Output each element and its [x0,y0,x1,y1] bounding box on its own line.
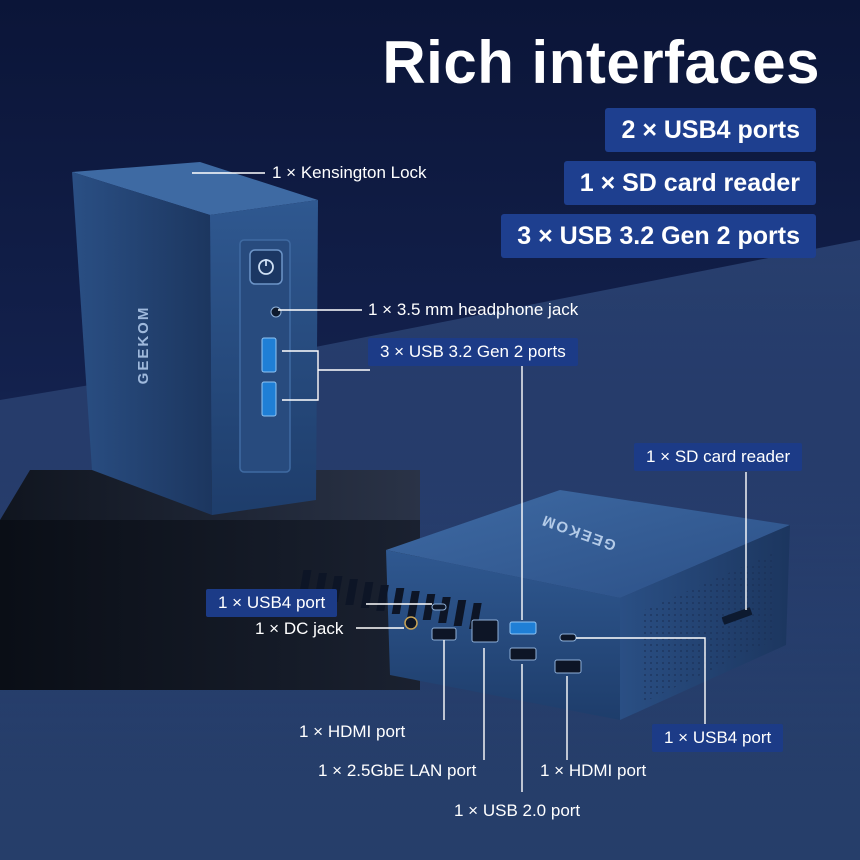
usb-port-icon [261,381,277,417]
callout-lines [192,172,747,792]
usb32-port-icon [509,621,537,635]
callout-usb4-left: 1 × USB4 port [206,589,338,617]
headline: Rich interfaces [382,29,820,96]
feature-pill-sd: 1 × SD card reader [563,161,816,205]
lan-port-icon [471,619,499,643]
headphone-jack-icon [270,306,282,318]
callout-kensington: 1 × Kensington Lock [272,163,427,182]
callout-usb32-front: 3 × USB 3.2 Gen 2 ports [368,338,578,366]
hdmi-port-icon-right [554,659,582,674]
dc-jack-icon [404,616,418,630]
callout-lan: 1 × 2.5GbE LAN port [318,761,477,780]
feature-pill-usb4: 2 × USB4 ports [605,108,816,152]
feature-pill-usb32: 3 × USB 3.2 Gen 2 ports [501,214,816,258]
callout-hdmi-left: 1 × HDMI port [299,722,406,741]
standing-device: GEEKOM [72,162,318,515]
callout-dc-jack: 1 × DC jack [255,619,344,638]
usb-port-icon [261,337,277,373]
power-button-icon [249,249,283,285]
callout-hdmi-right: 1 × HDMI port [540,761,647,780]
callout-sd-reader: 1 × SD card reader [634,443,803,471]
usb2-port-icon [509,647,537,661]
brand-logo-side: GEEKOM [135,306,152,385]
callout-usb2: 1 × USB 2.0 port [454,801,581,820]
callout-headphone: 1 × 3.5 mm headphone jack [368,300,579,319]
callout-usb4-right: 1 × USB4 port [652,724,784,752]
usb4-port-icon [431,603,447,611]
usb4-port-icon-right [559,633,577,642]
hdmi-port-icon [431,627,457,641]
sd-slot-icon [721,607,753,625]
